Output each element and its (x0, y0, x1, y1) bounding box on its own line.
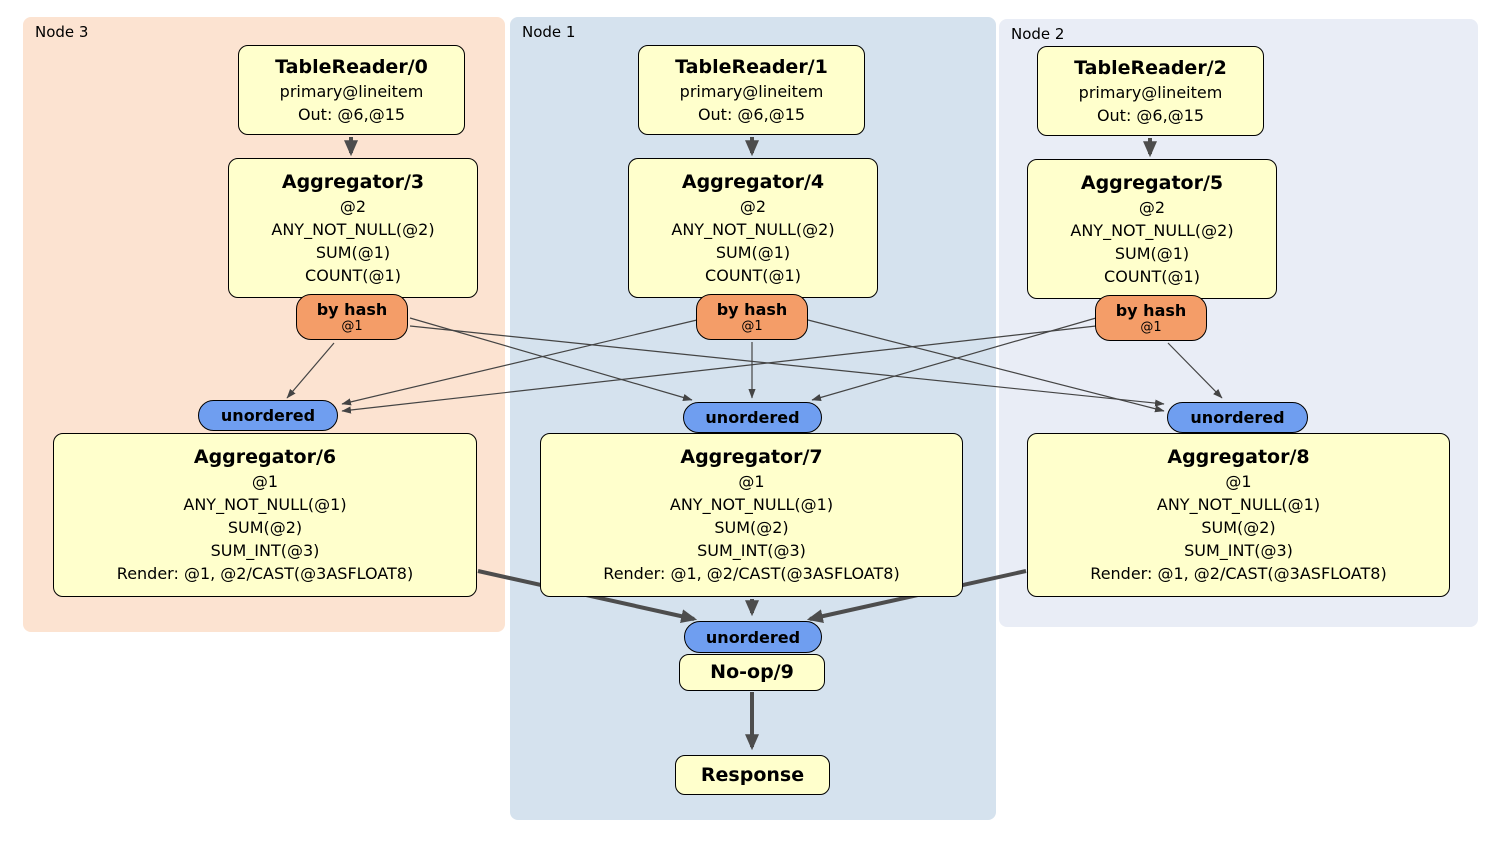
processor-tablereader-2: TableReader/2 primary@lineitem Out: @6,@… (1037, 46, 1264, 136)
processor-detail: Render: @1, @2/CAST(@3ASFLOAT8) (603, 564, 900, 583)
router-label: by hash (1115, 300, 1187, 320)
processor-detail: @2 (339, 196, 367, 216)
processor-detail: ANY_NOT_NULL(@2) (671, 219, 835, 239)
processor-detail: SUM(@1) (715, 242, 791, 262)
processor-detail: primary@lineitem (679, 81, 824, 101)
processor-detail: SUM(@2) (714, 518, 789, 537)
processor-tablereader-0: TableReader/0 primary@lineitem Out: @6,@… (238, 45, 465, 135)
processor-aggregator-6: Aggregator/6 @1 ANY_NOT_NULL(@1) SUM(@2)… (53, 433, 477, 597)
processor-detail: COUNT(@1) (705, 265, 801, 285)
sync-label: unordered (705, 627, 801, 647)
processor-aggregator-8: Aggregator/8 @1 ANY_NOT_NULL(@1) SUM(@2)… (1027, 433, 1450, 597)
processor-aggregator-3: Aggregator/3 @2 ANY_NOT_NULL(@2) SUM(@1)… (228, 158, 478, 298)
router-by-hash-5: by hash @1 (1095, 295, 1207, 341)
processor-detail: ANY_NOT_NULL(@2) (1070, 220, 1234, 240)
processor-tablereader-1: TableReader/1 primary@lineitem Out: @6,@… (638, 45, 865, 135)
processor-detail: @1 (251, 472, 279, 491)
processor-detail: @2 (1138, 197, 1166, 217)
processor-detail: SUM(@1) (1114, 243, 1190, 263)
region-label-node-1: Node 1 (522, 23, 576, 41)
processor-title: Aggregator/7 (680, 446, 823, 468)
sync-unordered-7: unordered (683, 402, 822, 433)
sync-label: unordered (1190, 408, 1285, 427)
processor-title: Aggregator/6 (193, 446, 337, 468)
processor-detail: @1 (738, 472, 765, 491)
processor-detail: SUM_INT(@3) (697, 541, 806, 560)
sync-label: unordered (705, 408, 800, 427)
processor-detail: primary@lineitem (1078, 82, 1223, 102)
processor-detail: COUNT(@1) (305, 265, 401, 285)
region-label-node-2: Node 2 (1011, 25, 1065, 43)
processor-detail: SUM(@2) (227, 518, 303, 537)
processor-title: TableReader/2 (1074, 56, 1227, 79)
processor-response: Response (675, 755, 830, 795)
sync-unordered-6: unordered (198, 400, 338, 431)
processor-detail: COUNT(@1) (1104, 266, 1200, 286)
processor-detail: primary@lineitem (279, 81, 424, 101)
processor-detail: SUM(@2) (1201, 518, 1276, 537)
sync-unordered-8: unordered (1167, 402, 1308, 433)
processor-title: No-op/9 (710, 661, 794, 683)
processor-title: Aggregator/5 (1080, 171, 1224, 194)
router-detail: @1 (341, 318, 363, 334)
processor-title: Aggregator/4 (681, 170, 825, 193)
processor-title: Aggregator/8 (1167, 446, 1310, 468)
processor-detail: SUM_INT(@3) (1184, 541, 1293, 560)
processor-aggregator-7: Aggregator/7 @1 ANY_NOT_NULL(@1) SUM(@2)… (540, 433, 963, 597)
processor-detail: Render: @1, @2/CAST(@3ASFLOAT8) (116, 564, 414, 583)
processor-title: TableReader/1 (675, 55, 828, 78)
router-detail: @1 (741, 318, 763, 334)
processor-aggregator-4: Aggregator/4 @2 ANY_NOT_NULL(@2) SUM(@1)… (628, 158, 878, 298)
router-label: by hash (316, 299, 388, 319)
processor-detail: ANY_NOT_NULL(@2) (271, 219, 435, 239)
processor-title: Aggregator/3 (281, 170, 425, 193)
processor-detail: Out: @6,@15 (1096, 105, 1205, 125)
processor-detail: ANY_NOT_NULL(@1) (1156, 495, 1321, 514)
router-by-hash-3: by hash @1 (296, 294, 408, 340)
processor-detail: @1 (1225, 472, 1252, 491)
sync-unordered-final: unordered (684, 621, 822, 653)
processor-detail: ANY_NOT_NULL(@1) (183, 495, 347, 514)
processor-detail: Out: @6,@15 (297, 104, 406, 124)
processor-detail: Out: @6,@15 (697, 104, 806, 124)
router-by-hash-4: by hash @1 (696, 294, 808, 340)
processor-noop-9: No-op/9 (679, 654, 825, 691)
processor-detail: SUM(@1) (315, 242, 391, 262)
processor-title: TableReader/0 (275, 55, 428, 78)
router-detail: @1 (1140, 319, 1162, 335)
region-label-node-3: Node 3 (35, 23, 89, 41)
processor-detail: ANY_NOT_NULL(@1) (669, 495, 834, 514)
processor-detail: Render: @1, @2/CAST(@3ASFLOAT8) (1090, 564, 1387, 583)
processor-title: Response (700, 763, 805, 786)
sync-label: unordered (220, 406, 316, 425)
processor-detail: @2 (739, 196, 767, 216)
processor-aggregator-5: Aggregator/5 @2 ANY_NOT_NULL(@2) SUM(@1)… (1027, 159, 1277, 299)
processor-detail: SUM_INT(@3) (210, 541, 320, 560)
router-label: by hash (716, 299, 788, 319)
